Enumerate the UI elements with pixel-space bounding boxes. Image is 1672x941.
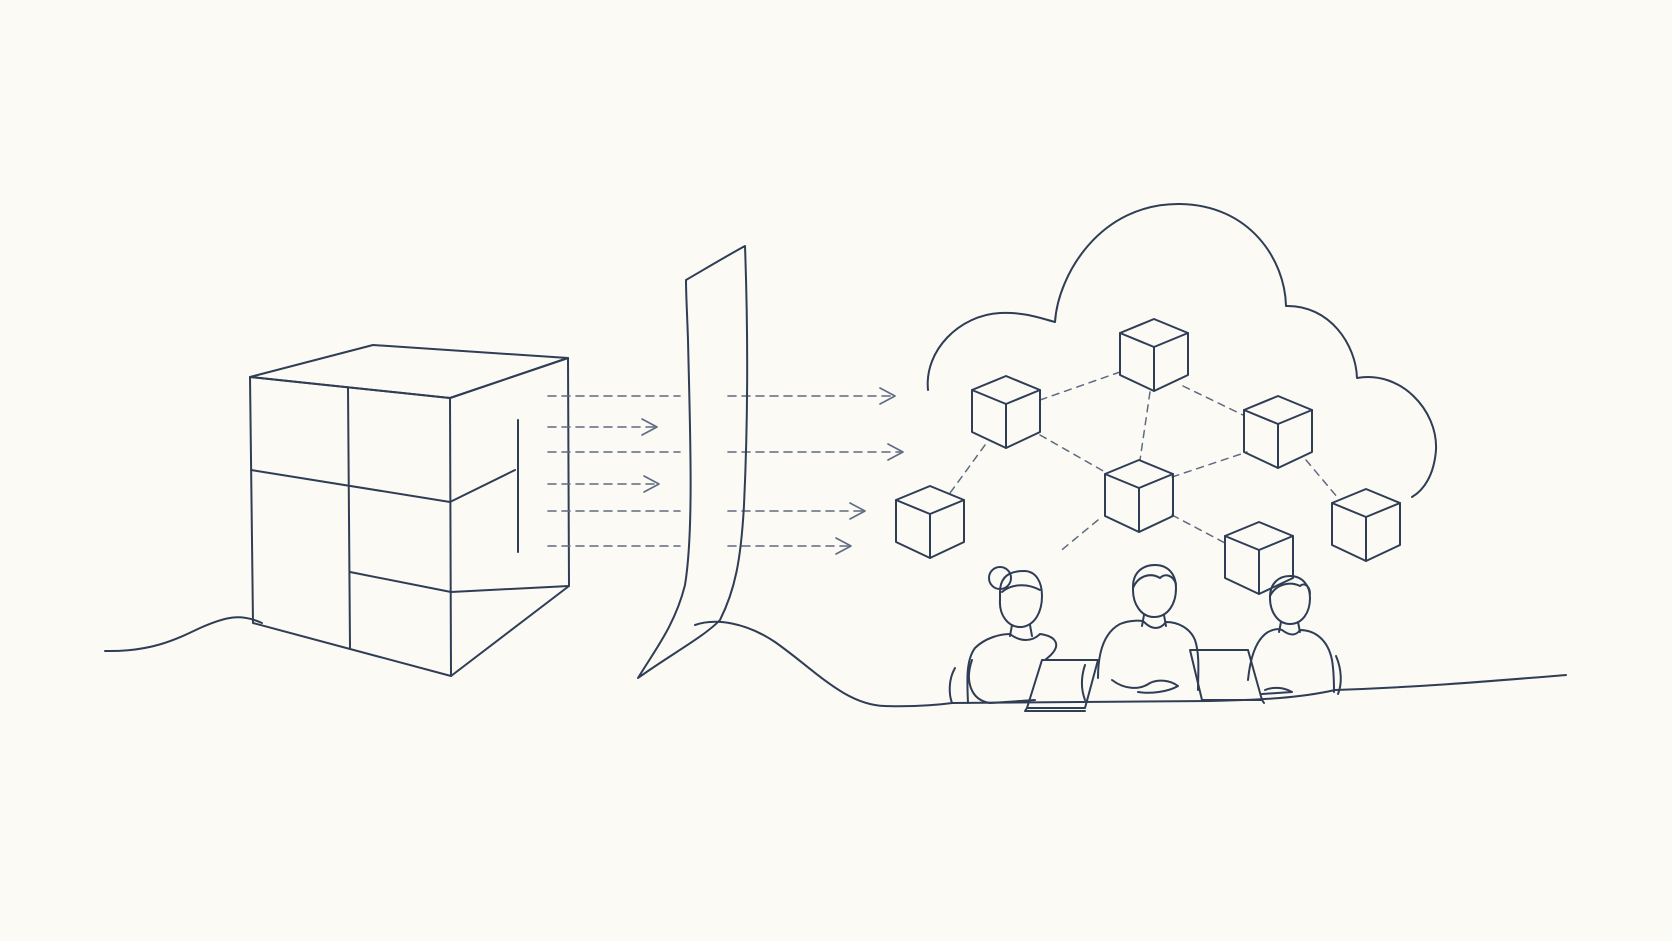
- cube-front-divider-v: [347, 387, 351, 649]
- flow-arrow-icon: [547, 537, 852, 555]
- person-hair: [1269, 582, 1311, 597]
- person-head: [1269, 575, 1311, 625]
- network-link: [1182, 385, 1244, 416]
- ground-line: [104, 616, 1567, 708]
- person-icon: [1081, 564, 1200, 701]
- monolith-cube-icon: [249, 344, 570, 677]
- flow-arrow-icon: [547, 418, 658, 436]
- flow-arrow-icon: [547, 387, 896, 405]
- node-cubes: [895, 318, 1401, 595]
- node-cube-icon: [1224, 521, 1294, 595]
- network-link: [1305, 459, 1339, 499]
- cube-top-face: [249, 344, 569, 399]
- person-chair: [1335, 655, 1342, 695]
- cloud-outline-icon: [926, 202, 1438, 498]
- flow-arrow-icon: [547, 443, 904, 461]
- person-head: [998, 570, 1043, 629]
- node-cube-icon: [1243, 395, 1313, 469]
- flow-arrow-icon: [547, 502, 866, 520]
- person-chair: [1081, 664, 1086, 701]
- person-icon: [1247, 575, 1342, 695]
- node-cube-icon: [1104, 459, 1174, 533]
- laptop-screen: [1026, 659, 1099, 709]
- network-link: [949, 444, 986, 494]
- person-hair: [1001, 584, 1041, 593]
- laptop-icon: [1189, 649, 1265, 704]
- person-chair: [948, 667, 956, 704]
- cube-front-divider-h2: [349, 571, 452, 593]
- curved-panel-outline: [637, 245, 749, 679]
- person-hands: [1111, 679, 1179, 694]
- network-link: [1139, 391, 1151, 461]
- person-hands: [1261, 686, 1293, 695]
- node-cube-icon: [1331, 488, 1401, 562]
- ground-line-right: [1334, 674, 1567, 691]
- person-body: [1097, 619, 1200, 691]
- person-head: [1132, 564, 1177, 618]
- ground-line-left: [104, 616, 263, 653]
- network-link: [1039, 434, 1106, 473]
- cube-right-divider-h2: [450, 585, 570, 593]
- cube-right-face: [449, 357, 570, 677]
- person-body: [1247, 628, 1335, 693]
- network-links: [949, 371, 1339, 554]
- curved-panel: [637, 245, 749, 679]
- laptop-icon: [1024, 659, 1099, 712]
- cube-right-divider-h1: [449, 469, 516, 503]
- ground-line-middle: [694, 620, 953, 708]
- laptop-base: [1201, 699, 1265, 704]
- node-cube-icon: [895, 485, 965, 559]
- cloud-outline: [926, 202, 1438, 498]
- laptop-base: [1024, 707, 1086, 712]
- node-cube-icon: [1119, 318, 1189, 392]
- network-link: [1057, 519, 1099, 554]
- node-cube-icon: [971, 375, 1041, 449]
- network-link: [1171, 451, 1248, 478]
- flow-arrows: [547, 387, 904, 555]
- network-link: [1171, 514, 1226, 544]
- person-icon: [948, 566, 1058, 704]
- flow-arrow-icon: [547, 475, 660, 493]
- network-link: [1039, 371, 1121, 401]
- person-body: [966, 633, 1058, 704]
- person-arm: [968, 659, 1036, 704]
- person-hair: [1132, 574, 1177, 589]
- cube-front-divider-h1: [250, 469, 451, 503]
